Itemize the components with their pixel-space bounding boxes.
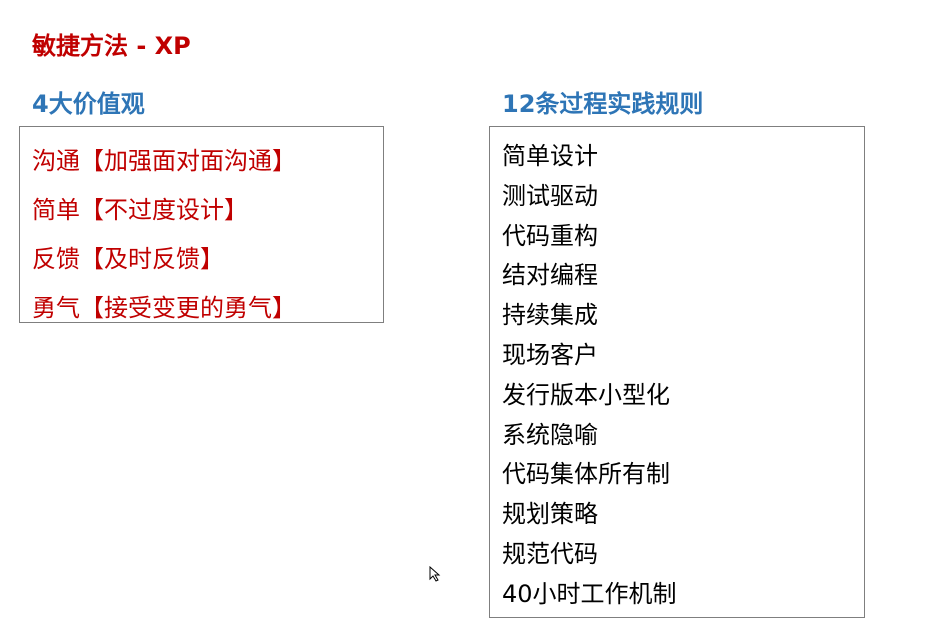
list-item: 规划策略	[502, 500, 598, 529]
list-item: 反馈【及时反馈】	[32, 245, 224, 273]
list-item: 沟通【加强面对面沟通】	[32, 147, 296, 175]
list-item: 勇气【接受变更的勇气】	[32, 294, 296, 322]
list-item: 发行版本小型化	[502, 380, 670, 409]
list-item: 持续集成	[502, 301, 598, 330]
list-item: 40小时工作机制	[502, 579, 677, 608]
practices-list: 简单设计 测试驱动 代码重构 结对编程 持续集成 现场客户 发行版本小型化 系统…	[489, 126, 865, 618]
mouse-cursor-icon	[429, 566, 441, 582]
list-item: 现场客户	[502, 340, 598, 369]
values-heading: 4大价值观	[32, 90, 145, 118]
practices-heading: 12条过程实践规则	[502, 90, 704, 118]
list-item: 规范代码	[502, 539, 598, 568]
page-title: 敏捷方法 - XP	[32, 32, 191, 60]
list-item: 简单【不过度设计】	[32, 196, 248, 224]
list-item: 测试驱动	[502, 181, 598, 210]
values-list: 沟通【加强面对面沟通】 简单【不过度设计】 反馈【及时反馈】 勇气【接受变更的勇…	[19, 126, 384, 323]
list-item: 代码集体所有制	[502, 460, 670, 489]
list-item: 代码重构	[502, 221, 598, 250]
list-item: 结对编程	[502, 261, 598, 290]
list-item: 简单设计	[502, 142, 598, 170]
list-item: 系统隐喻	[502, 420, 598, 449]
